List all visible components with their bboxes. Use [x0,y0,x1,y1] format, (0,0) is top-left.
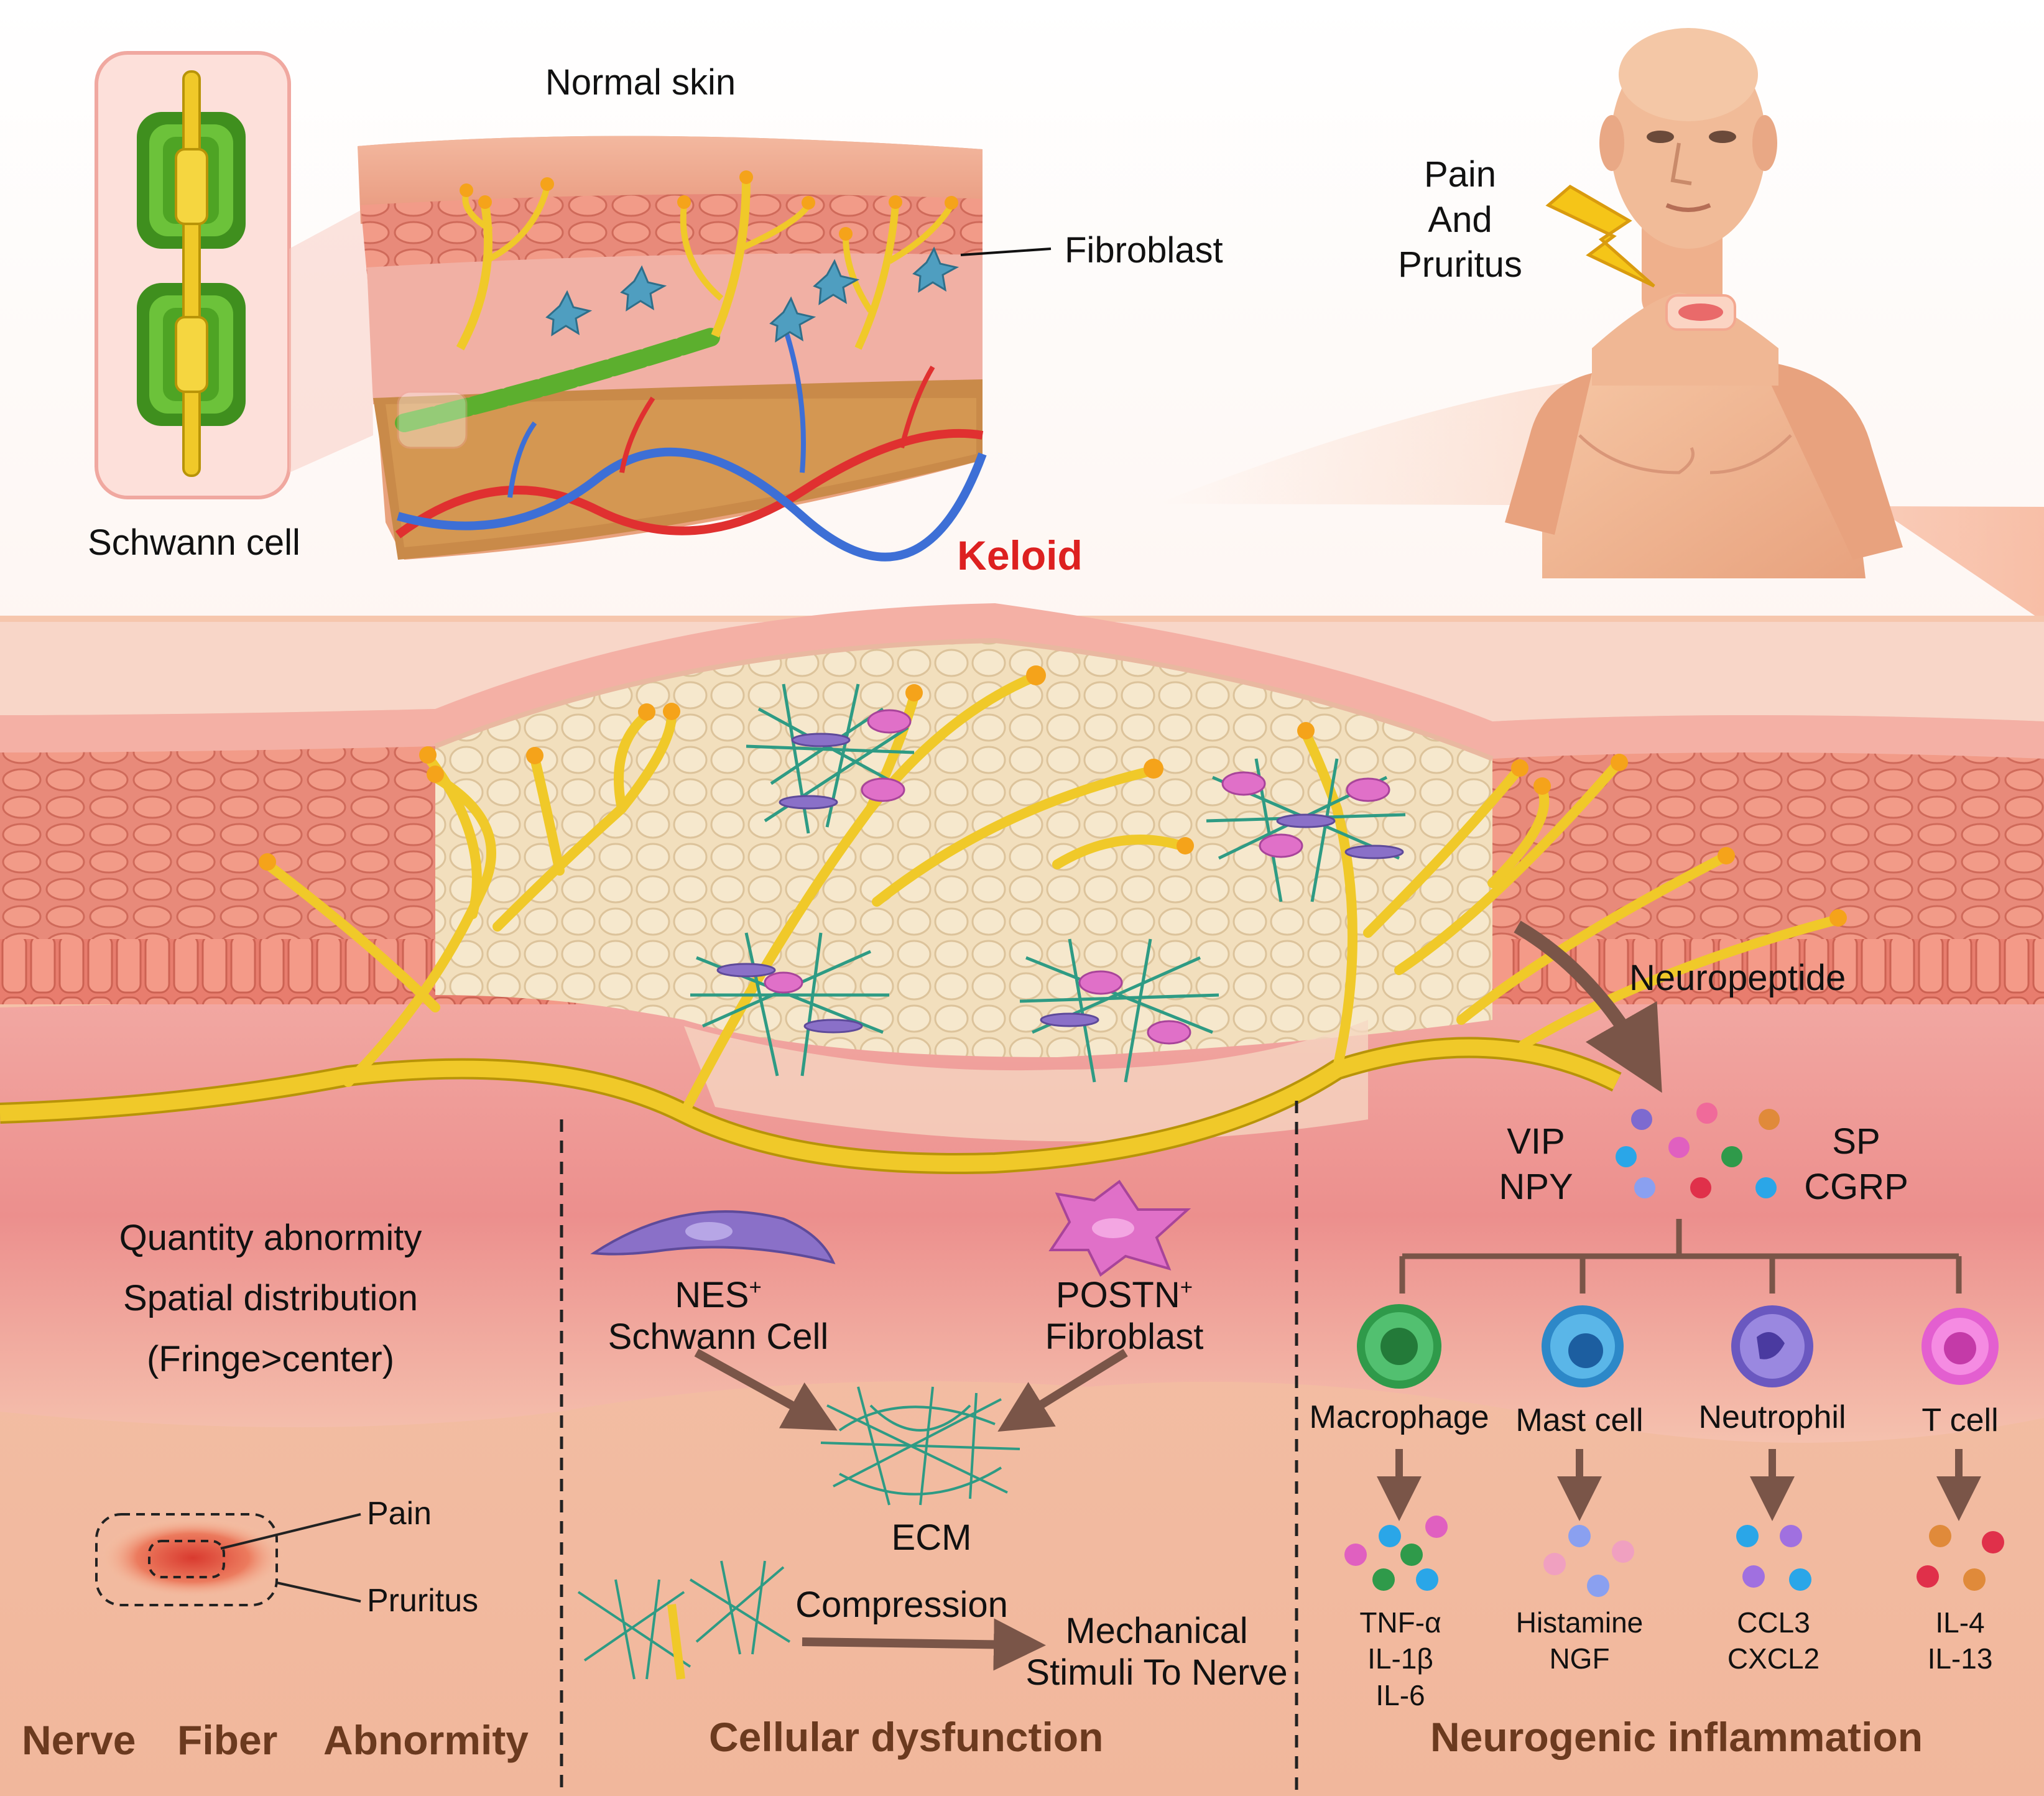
mediator-il4: IL-4 [1935,1606,1985,1639]
mediator-il1b: IL-1β [1367,1642,1433,1675]
neuropeptide-label: Neuropeptide [1629,958,1846,998]
mast-cell-mediators [1543,1525,1634,1597]
neutrophil-mediators-label: CCL3 CXCL2 [1727,1604,1820,1677]
macrophage-shape [1357,1304,1441,1389]
neutrophil-label: Neutrophil [1698,1399,1846,1435]
mast-cell-label: Mast cell [1515,1402,1644,1438]
t-cell-shape [1921,1308,1999,1385]
lesion-diagram [95,1513,361,1606]
nerve-branches [262,673,1839,1118]
nes-schwann-cells-keloid [716,733,1404,1034]
schwann-cell-inset [95,51,373,499]
peptide-cgrp: CGRP [1804,1166,1908,1207]
t-cell-mediators [1917,1525,2004,1591]
pain-pruritus-line-3: Pruritus [1398,244,1522,285]
mediator-histamine: Histamine [1515,1606,1644,1639]
cellular-panel-art [577,1180,1191,1680]
keloid-cross-section [0,603,2044,1796]
axon [182,70,201,477]
t-cell-mediators-label: IL-4 IL-13 [1928,1604,1993,1677]
pain-pruritus-label: Pain And Pruritus [1398,152,1522,288]
description-line-3: (Fringe>center) [146,1338,395,1379]
panel-title-nerve: Nerve [22,1717,136,1763]
macrophage-mediators [1344,1516,1448,1591]
postn-superscript: + [1180,1275,1193,1300]
postn-text: POSTN [1055,1275,1180,1315]
postn-fibroblast-label: POSTN+ Fibroblast [1045,1275,1204,1358]
panel-title-abnormity: Abnormity [323,1717,529,1763]
human-figure [1157,28,2044,622]
right-peptides-label: SP CGRP [1804,1119,1908,1210]
macrophage-label: Macrophage [1309,1399,1489,1435]
panel-title-cellular: Cellular dysfunction [709,1714,1104,1760]
panel-title-neurogenic: Neurogenic inflammation [1430,1714,1923,1760]
mediator-tnf: TNF-α [1359,1606,1441,1639]
macrophage-mediators-label: TNF-α IL-1β IL-6 [1359,1604,1441,1713]
neuropeptide-cluster [1616,1103,1780,1198]
nes-text: NES [675,1275,749,1315]
mediator-il6: IL-6 [1376,1678,1425,1711]
compression-label: Compression [795,1585,1008,1625]
ecm-label: ECM [891,1517,972,1558]
lightning-bolt-icon [1545,184,1655,288]
keloid-title: Keloid [957,532,1083,578]
peptide-sp: SP [1832,1121,1880,1162]
nes-schwann-cell-label: NES+ Schwann Cell [608,1275,829,1358]
pain-pruritus-line-2: And [1428,199,1492,240]
branch-tree [1399,1219,1962,1294]
peptide-npy: NPY [1499,1166,1573,1207]
postn-fibroblast-line-1: POSTN+ [1045,1275,1204,1317]
nes-schwann-line-2: Schwann Cell [608,1316,829,1357]
mechanical-line-1: Mechanical [1065,1611,1248,1651]
lesion-pain-label: Pain [367,1496,432,1532]
normal-skin-label: Normal skin [545,62,736,103]
fibroblast-label: Fibroblast [1065,230,1223,271]
mediator-cxcl2: CXCL2 [1727,1642,1820,1675]
peptide-vip: VIP [1507,1121,1565,1162]
schwann-cell-label: Schwann cell [88,522,300,563]
mediator-ngf: NGF [1549,1642,1610,1675]
mast-cell-mediators-label: Histamine NGF [1516,1604,1644,1677]
postn-fibroblast-line-2: Fibroblast [1045,1316,1204,1357]
mechanical-line-2: Stimuli To Nerve [1025,1652,1288,1693]
lesion-pruritus-label: Pruritus [367,1583,479,1619]
postn-fibroblasts-keloid [764,709,1390,1045]
mechanical-stimuli-label: Mechanical Stimuli To Nerve [1025,1611,1287,1693]
mediator-il13: IL-13 [1927,1642,1993,1675]
mediator-ccl3: CCL3 [1737,1606,1810,1639]
t-cell-label: T cell [1921,1402,1999,1438]
description-line-2: Spatial distribution [123,1278,418,1319]
nes-schwann-line-1: NES+ [608,1275,829,1317]
neutrophil-shape [1731,1305,1813,1387]
pain-pruritus-line-1: Pain [1423,154,1497,195]
compressed-nerve-mesh [577,1560,791,1680]
panel-title-fiber: Fiber [177,1717,278,1763]
nerve-endings [259,665,1847,927]
nerve-abnormity-description: Quantity abnormity Spatial distribution … [119,1208,422,1389]
left-peptides-label: VIP NPY [1499,1119,1573,1210]
neutrophil-mediators [1736,1525,1811,1591]
ecm-mesh [820,1386,1020,1506]
mast-cell-shape [1542,1305,1624,1387]
description-line-1: Quantity abnormity [119,1218,422,1258]
nes-superscript: + [749,1275,762,1300]
normal-skin-block [358,136,1052,562]
neurogenic-panel-art [1344,1103,2004,1597]
